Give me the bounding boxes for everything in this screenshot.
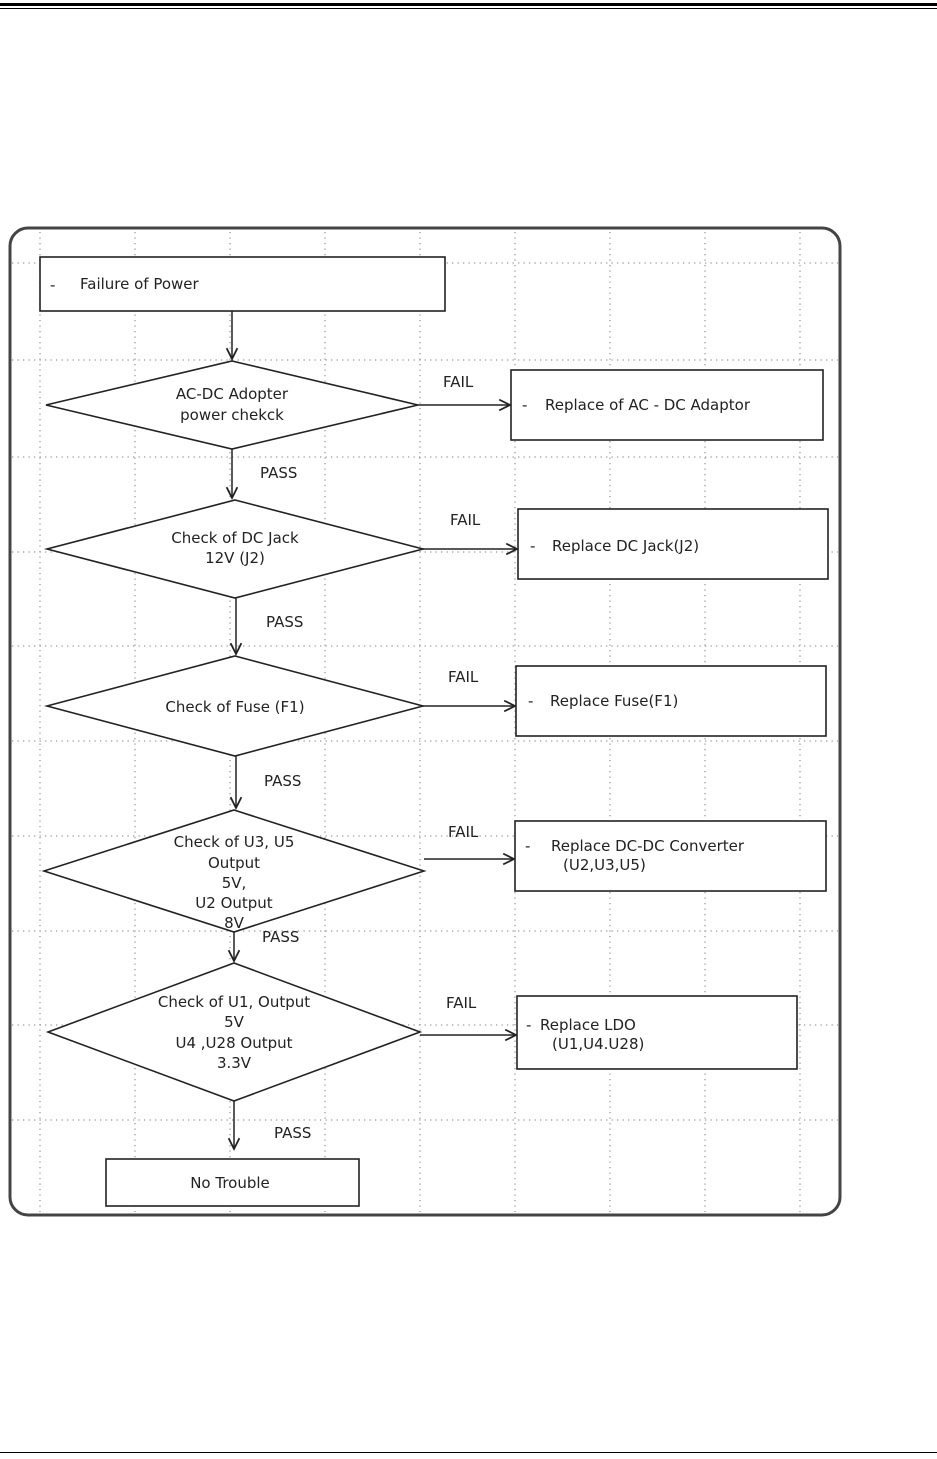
decision-label-line: 12V (J2) xyxy=(205,549,265,567)
bottom-rule xyxy=(0,1452,937,1453)
decision-node: Check of DC Jack 12V (J2) xyxy=(43,499,427,599)
pass-label: PASS xyxy=(262,928,299,946)
decision-label-line: power chekck xyxy=(180,406,284,424)
action-node: -Replace of AC - DC Adaptor xyxy=(510,369,824,441)
action-node: -Replace DC Jack(J2) xyxy=(517,508,829,580)
flow-edges: FAIL FAIL FAIL FAIL FAIL PASS PASS PASS PASS PASS xyxy=(232,311,517,1149)
fail-label: FAIL xyxy=(448,823,479,841)
action-node: - Replace DC-DC Converter(U2,U3,U5) xyxy=(514,820,827,892)
pass-label: PASS xyxy=(260,464,297,482)
decision-node: Check of U1, Output 5V U4 ,U28 Output 3.3V xyxy=(45,962,423,1102)
decision-node: Check of Fuse (F1) xyxy=(43,655,427,757)
action-bullet: - xyxy=(522,396,527,414)
action-label-line: Replace DC Jack(J2) xyxy=(552,537,699,555)
action-bullet: - xyxy=(526,1016,531,1034)
decision-node: Check of U3, U5 Output 5V, U2 Output 8V xyxy=(41,809,427,933)
decision-node: AC-DC Adopter power chekck xyxy=(45,360,419,450)
decision-label-line: Output xyxy=(208,854,260,872)
top-rule-thin xyxy=(0,8,937,9)
decision-label-line: AC-DC Adopter xyxy=(176,385,289,403)
action-bullet: - xyxy=(525,837,530,855)
decision-label-line: 5V, xyxy=(222,874,247,892)
top-rule-thick xyxy=(0,3,937,6)
decision-label-line: Check of Fuse (F1) xyxy=(165,698,304,716)
action-bullet: - xyxy=(530,537,535,555)
decision-label-line: 5V xyxy=(224,1013,245,1031)
decision-label-line: 3.3V xyxy=(217,1054,252,1072)
decision-label-line: U2 Output xyxy=(195,894,273,912)
decision-label-line: U4 ,U28 Output xyxy=(176,1034,293,1052)
action-label-line: (U2,U3,U5) xyxy=(563,856,646,874)
start-node: - Failure of Power xyxy=(39,256,446,312)
start-label: Failure of Power xyxy=(80,275,200,293)
pass-label: PASS xyxy=(264,772,301,790)
action-bullet: - xyxy=(528,692,533,710)
pass-label: PASS xyxy=(266,613,303,631)
flowchart-frame xyxy=(8,226,842,1217)
action-label-line: Replace of AC - DC Adaptor xyxy=(545,396,751,414)
fail-label: FAIL xyxy=(450,511,481,529)
fail-label: FAIL xyxy=(448,668,479,686)
decision-label-line: Check of U1, Output xyxy=(158,993,310,1011)
action-node: -Replace LDO(U1,U4.U28) xyxy=(516,995,798,1070)
action-label-line: Replace DC-DC Converter xyxy=(551,837,745,855)
decision-label-line: Check of DC Jack xyxy=(171,529,299,547)
end-node: No Trouble xyxy=(105,1158,360,1207)
action-label-line: (U1,U4.U28) xyxy=(552,1035,644,1053)
action-label-line: Replace Fuse(F1) xyxy=(550,692,678,710)
action-node: -Replace Fuse(F1) xyxy=(515,665,827,737)
decision-label-line: 8V xyxy=(224,914,245,932)
decision-label-line: Check of U3, U5 xyxy=(174,833,295,851)
end-label: No Trouble xyxy=(190,1174,270,1192)
fail-label: FAIL xyxy=(443,373,474,391)
fail-label: FAIL xyxy=(446,994,477,1012)
start-bullet: - xyxy=(50,276,55,294)
action-label-line: Replace LDO xyxy=(540,1016,636,1034)
pass-label: PASS xyxy=(274,1124,311,1142)
